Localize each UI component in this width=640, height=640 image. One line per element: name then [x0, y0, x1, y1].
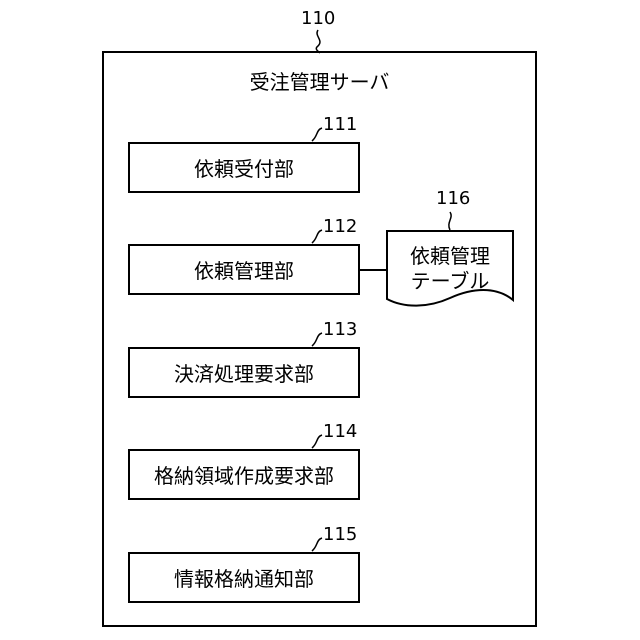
leader-116	[449, 212, 451, 230]
leader-114	[312, 435, 322, 448]
unit-ref-115: 115	[323, 526, 357, 544]
storage-area-creation-request-unit: 格納領域作成要求部	[128, 449, 360, 500]
unit-ref-113: 113	[323, 321, 357, 339]
table-label-line2: テーブル	[386, 269, 514, 294]
information-storage-notification-unit: 情報格納通知部	[128, 552, 360, 603]
request-reception-unit-label: 依頼受付部	[194, 153, 294, 182]
unit-ref-114: 114	[323, 423, 357, 441]
leader-110	[316, 30, 320, 53]
table-label-line1: 依頼管理	[386, 244, 514, 269]
request-management-table-label: 依頼管理 テーブル	[386, 244, 514, 294]
request-management-unit-label: 依頼管理部	[194, 255, 294, 284]
payment-processing-request-unit: 決済処理要求部	[128, 347, 360, 398]
payment-processing-request-unit-label: 決済処理要求部	[174, 358, 314, 387]
table-ref-116: 116	[436, 190, 470, 208]
unit-ref-112: 112	[323, 218, 357, 236]
leader-112	[312, 230, 322, 243]
information-storage-notification-unit-label: 情報格納通知部	[174, 563, 314, 592]
leader-113	[312, 333, 322, 346]
storage-area-creation-request-unit-label: 格納領域作成要求部	[154, 460, 334, 489]
request-management-unit: 依頼管理部	[128, 244, 360, 295]
leader-111	[312, 128, 322, 141]
leader-115	[312, 538, 322, 551]
request-reception-unit: 依頼受付部	[128, 142, 360, 193]
unit-ref-111: 111	[323, 116, 357, 134]
